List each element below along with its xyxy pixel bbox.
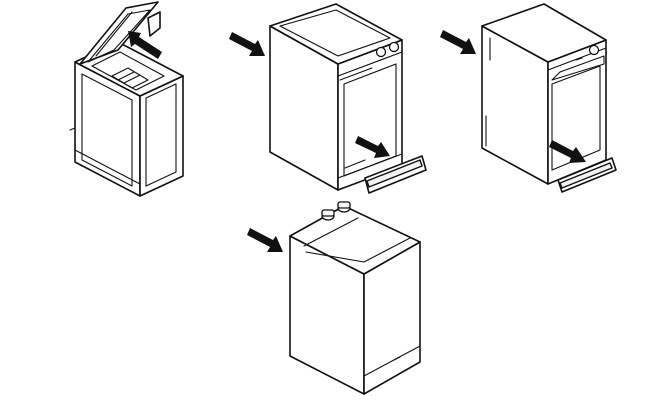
knob-icon xyxy=(390,43,399,52)
knob-icon xyxy=(590,46,599,55)
top-loader-open-lid xyxy=(70,2,183,196)
arrow-icon xyxy=(247,228,283,252)
top-loader-closed xyxy=(247,202,420,394)
knob-icon xyxy=(377,48,386,57)
arrow-icon xyxy=(229,32,265,56)
front-loader-slanted-panel xyxy=(440,4,616,192)
front-loader-with-drawer xyxy=(229,4,426,193)
arrow-icon xyxy=(440,30,476,54)
